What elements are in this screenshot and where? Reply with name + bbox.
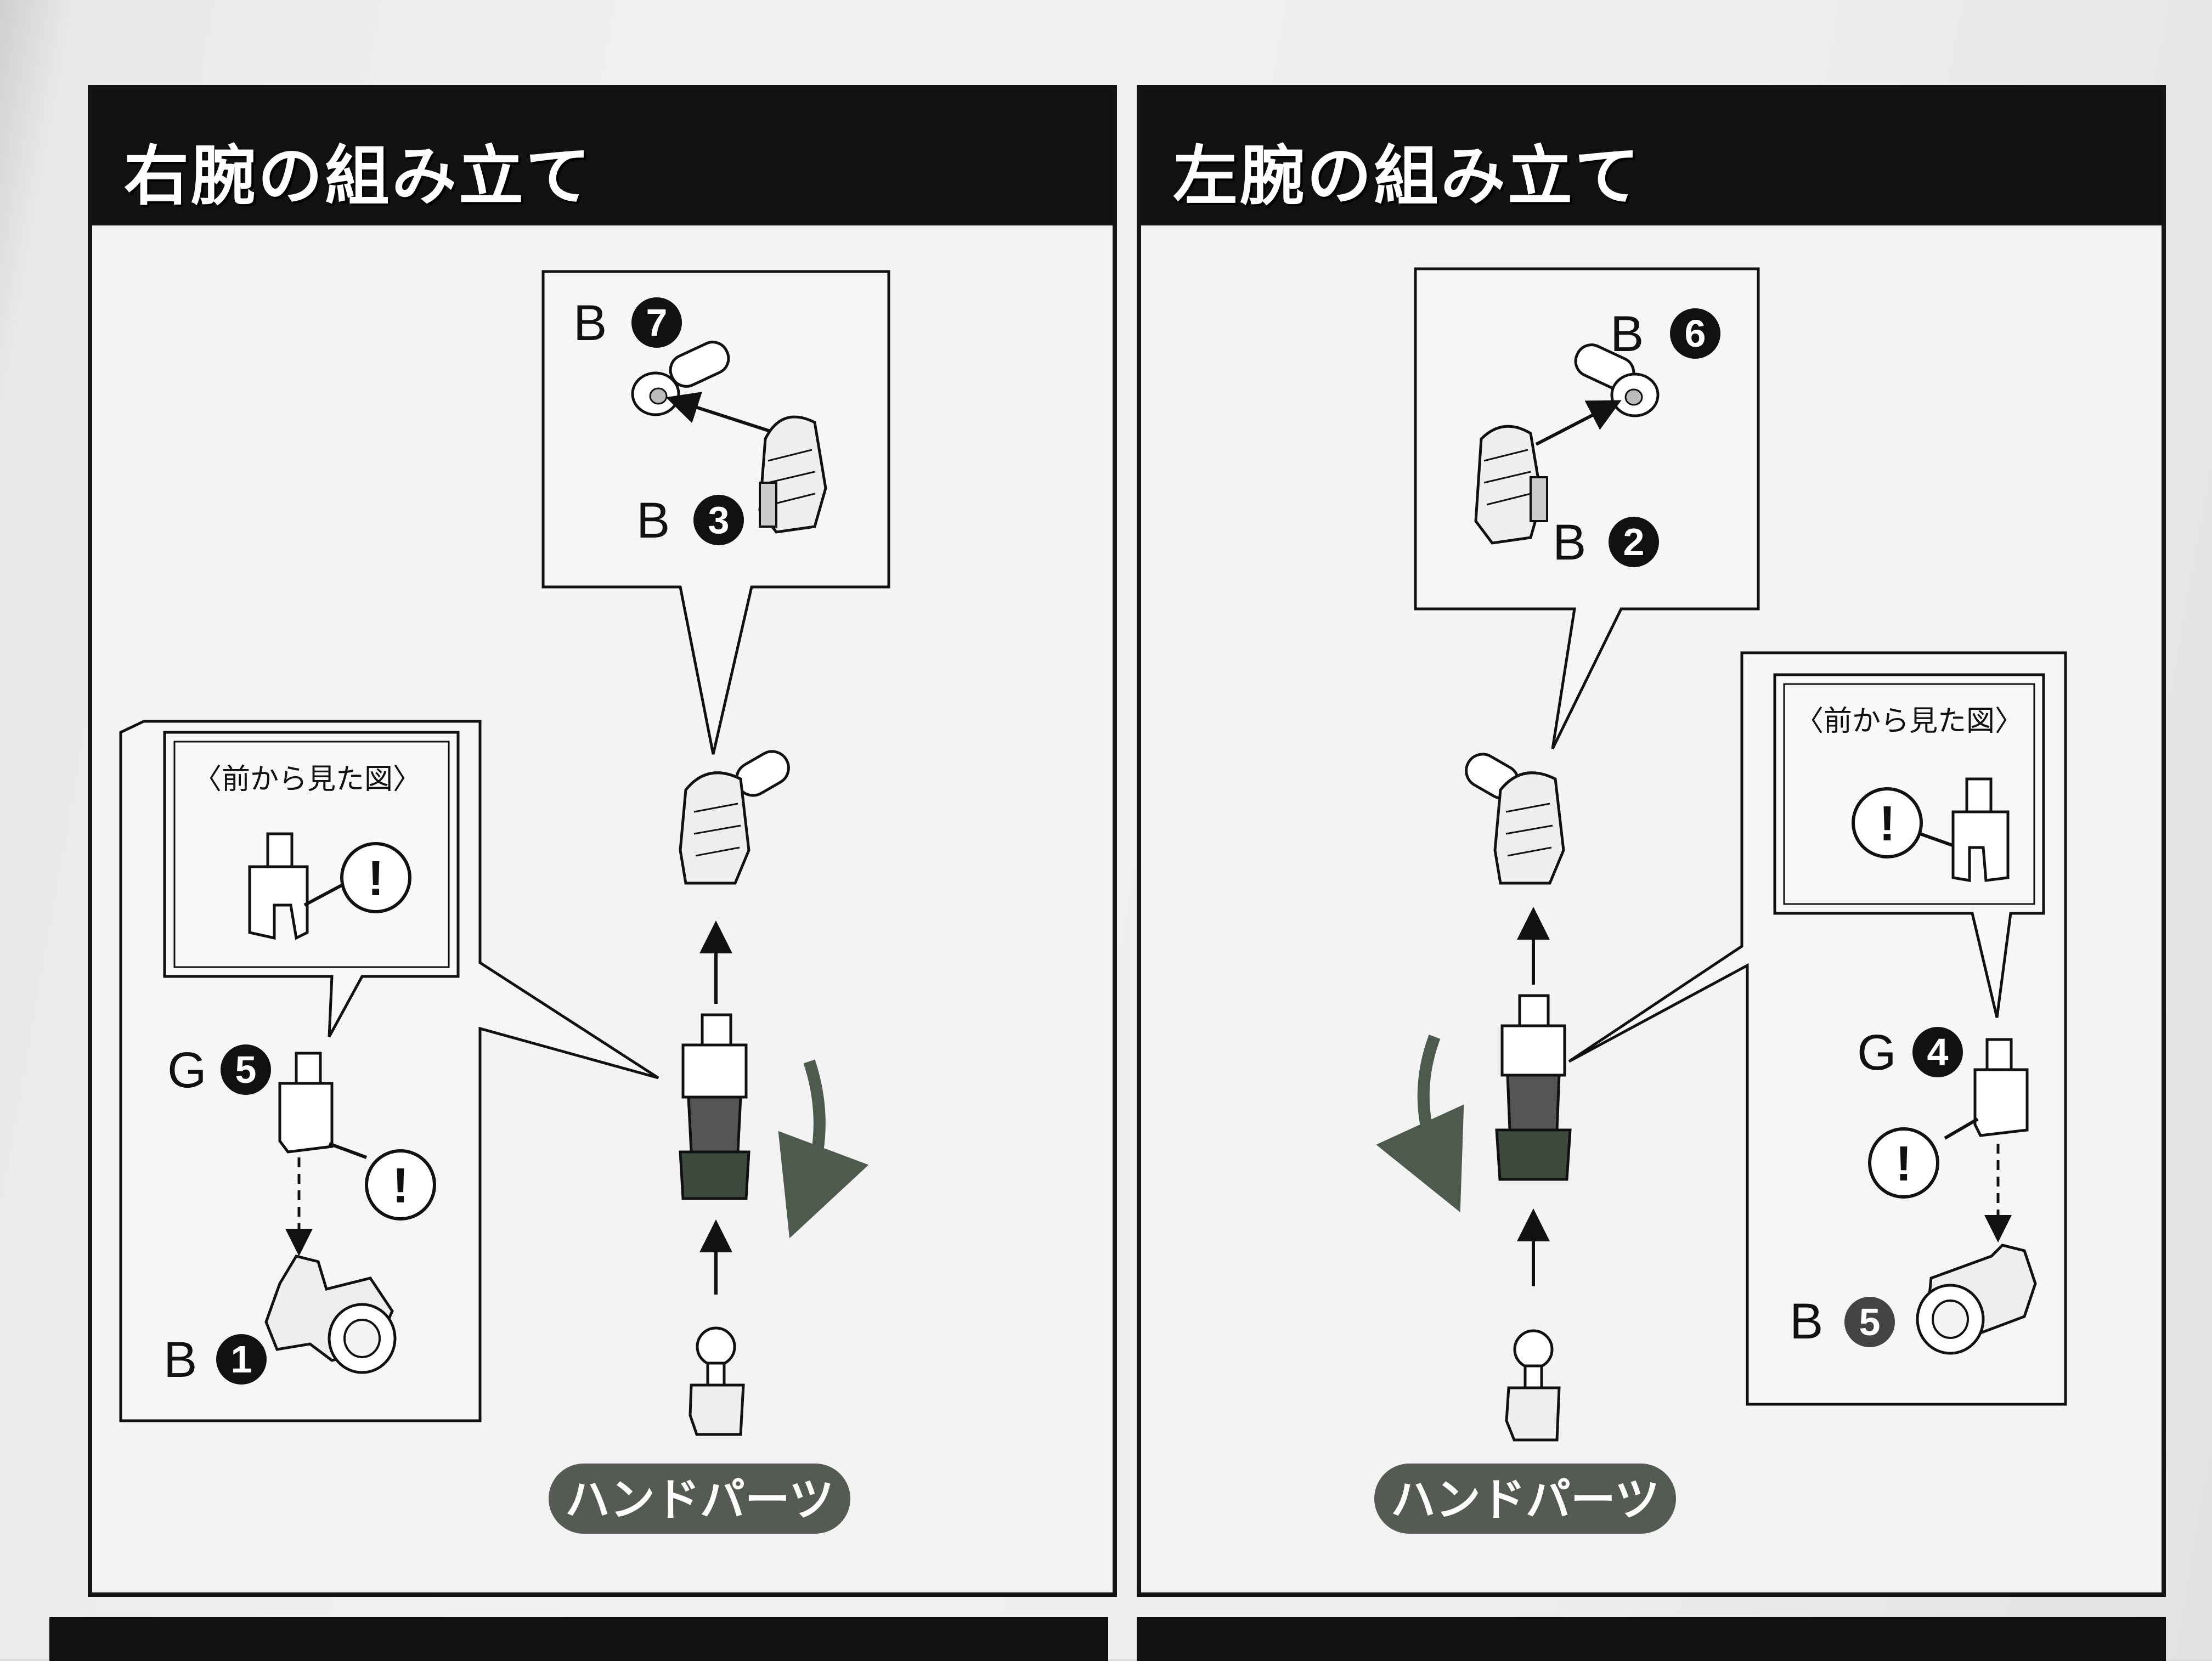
rotate-arrow <box>778 1059 869 1239</box>
hand-parts-button-left[interactable]: ハンドパーツ <box>1374 1464 1676 1534</box>
hand-parts-label: ハンドパーツ <box>565 1474 834 1526</box>
forearm-part-icon <box>758 415 827 534</box>
part-b3-letter: B <box>636 493 670 549</box>
part-g5-number: 5 <box>235 1048 257 1091</box>
caution-mark-left-2: ! <box>1895 1137 1912 1191</box>
front-view-note-left: 〈前から見た図〉 <box>1795 705 2023 738</box>
right-arm-assembly: ハンドパーツ <box>549 750 869 1534</box>
hand-part-icon <box>689 1326 745 1436</box>
right-arm-header: 右腕の組み立て <box>92 89 1113 225</box>
right-arm-side-callout: 〈前から見た図〉 ! G 5 ! B <box>119 720 659 1422</box>
part-b1-badge <box>216 1334 267 1385</box>
caution-mark-left: ! <box>1879 796 1895 851</box>
rotate-arrow-left <box>1376 1035 1464 1213</box>
part-b5-letter: B <box>1790 1293 1823 1349</box>
part-b6-badge <box>1670 308 1720 359</box>
joint-part-icon-left <box>1574 343 1660 417</box>
left-arm-title: 左腕の組み立て <box>1173 138 1642 214</box>
assembled-forearm-icon-left <box>1465 753 1565 885</box>
connector-front-view-icon <box>248 832 309 940</box>
left-arm-top-callout: B 6 B 2 <box>1414 267 1760 750</box>
left-arm-side-callout: 〈前から見た図〉 ! G 4 ! B <box>1568 651 2067 1406</box>
part-g4-letter: G <box>1857 1025 1897 1081</box>
b5-part-icon <box>1916 1244 2037 1355</box>
part-g4-number: 4 <box>1927 1031 1949 1074</box>
part-b6-number: 6 <box>1685 312 1706 355</box>
next-section-bar-left <box>49 1617 1108 1661</box>
g5-part-icon <box>278 1052 334 1154</box>
connector-front-view-icon-left <box>1951 777 2010 882</box>
part-b6-letter: B <box>1610 306 1644 362</box>
hand-parts-label-left: ハンドパーツ <box>1391 1474 1660 1526</box>
assembled-forearm-icon <box>679 750 790 885</box>
part-b2-number: 2 <box>1623 521 1645 563</box>
left-arm-header: 左腕の組み立て <box>1141 89 2162 225</box>
forearm-part-icon-left <box>1474 425 1548 545</box>
hand-parts-button[interactable]: ハンドパーツ <box>549 1464 850 1534</box>
elbow-assembly-icon-left <box>1495 994 1572 1181</box>
part-b2-badge <box>1609 517 1659 567</box>
part-b5-badge <box>1844 1297 1895 1347</box>
part-g5-badge <box>221 1044 271 1095</box>
caution-mark: ! <box>368 851 384 906</box>
part-b3-number: 3 <box>708 499 730 541</box>
caution-icon <box>340 842 411 913</box>
part-g5-letter: G <box>167 1042 207 1098</box>
part-b3-badge <box>693 495 744 545</box>
right-arm-title: 右腕の組み立て <box>124 138 593 214</box>
part-b1-letter: B <box>163 1332 197 1388</box>
part-b2-letter: B <box>1553 515 1586 570</box>
g4-part-icon <box>1973 1038 2029 1137</box>
b1-part-icon <box>264 1255 397 1374</box>
caution-icon-left <box>1852 787 1923 858</box>
next-section-bar-right <box>1137 1617 2166 1661</box>
right-arm-top-callout: B 7 B 3 <box>541 270 890 755</box>
part-b7-letter: B <box>573 295 607 351</box>
part-b7-badge <box>631 297 682 348</box>
left-arm-assembly: ハンドパーツ <box>1374 753 1676 1534</box>
elbow-assembly-icon <box>679 1013 751 1200</box>
caution-icon-2 <box>365 1149 436 1221</box>
part-b7-number: 7 <box>646 301 668 344</box>
caution-icon-left-2 <box>1868 1127 1939 1199</box>
part-b5-number: 5 <box>1859 1301 1881 1343</box>
part-b1-number: 1 <box>231 1338 252 1381</box>
caution-mark-2: ! <box>392 1159 409 1213</box>
front-view-note: 〈前から見た図〉 <box>193 763 421 796</box>
hand-part-icon-left <box>1505 1329 1561 1442</box>
part-g4-badge <box>1912 1027 1963 1077</box>
